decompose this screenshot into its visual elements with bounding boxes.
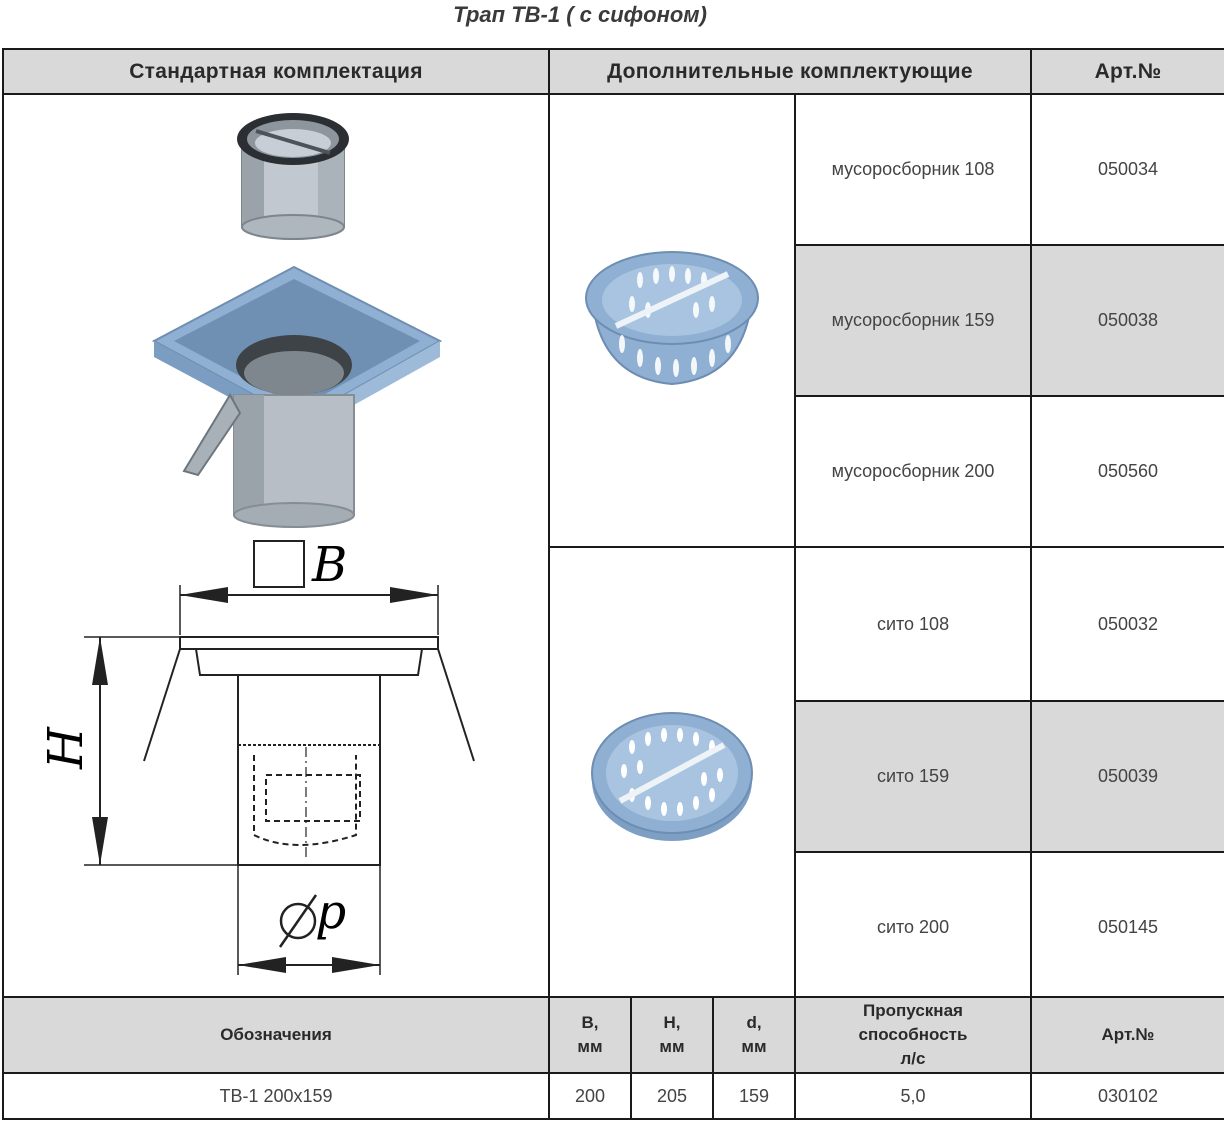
accessory-name-4: сито 108 bbox=[793, 546, 1033, 702]
header-additional: Дополнительные комплектующие bbox=[547, 48, 1033, 95]
accessory-article-3: 050560 bbox=[1030, 395, 1224, 548]
drain-illustration: B bbox=[38, 113, 475, 975]
siphon-insert-image bbox=[237, 113, 349, 240]
header-article: Арт.№ bbox=[1030, 48, 1224, 95]
standard-kit-illustration: B bbox=[2, 93, 550, 1004]
spec-header-article: Арт.№ bbox=[1030, 996, 1224, 1074]
spec-header-b: B,мм bbox=[548, 996, 632, 1074]
strainer-image bbox=[591, 711, 753, 841]
strainer-image-cell bbox=[548, 546, 796, 1004]
header-standard: Стандартная комплектация bbox=[2, 48, 550, 95]
drain-body-image bbox=[151, 265, 443, 528]
dim-d-label: d bbox=[315, 891, 346, 947]
accessory-article-4: 050032 bbox=[1030, 546, 1224, 702]
drain-outline-drawing bbox=[143, 636, 475, 866]
accessory-article-2: 050038 bbox=[1030, 244, 1224, 397]
accessory-article-6: 050145 bbox=[1030, 851, 1224, 1004]
accessory-name-3: мусоросборник 200 bbox=[793, 395, 1033, 548]
components-table: Стандартная комплектация Дополнительные … bbox=[2, 48, 1224, 1004]
spec-header-h: H,мм bbox=[630, 996, 714, 1074]
square-symbol bbox=[253, 540, 305, 588]
accessory-name-2: мусоросборник 159 bbox=[793, 244, 1033, 397]
spec-article: 030102 bbox=[1030, 1072, 1224, 1120]
diameter-symbol bbox=[278, 894, 318, 948]
basket-image-cell bbox=[548, 93, 796, 548]
spec-b: 200 bbox=[548, 1072, 632, 1120]
accessory-name-1: мусоросборник 108 bbox=[793, 93, 1033, 246]
spec-header-designation: Обозначения bbox=[2, 996, 550, 1074]
table-row: ТВ-1 200х159 200 205 159 5,0 030102 bbox=[2, 1072, 1224, 1120]
accessory-article-5: 050039 bbox=[1030, 700, 1224, 853]
dim-h-label: H bbox=[38, 726, 94, 770]
basket-image bbox=[585, 251, 759, 386]
page-title: Трап ТВ-1 ( с сифоном) bbox=[453, 2, 707, 27]
spec-h: 205 bbox=[630, 1072, 714, 1120]
spec-capacity: 5,0 bbox=[794, 1072, 1032, 1120]
spec-designation: ТВ-1 200х159 bbox=[2, 1072, 550, 1120]
accessory-article-1: 050034 bbox=[1030, 93, 1224, 246]
accessory-name-5: сито 159 bbox=[793, 700, 1033, 853]
accessory-name-6: сито 200 bbox=[793, 851, 1033, 1004]
spec-d: 159 bbox=[712, 1072, 796, 1120]
spec-header-d: d,мм bbox=[712, 996, 796, 1074]
dim-b-label: B bbox=[311, 537, 347, 593]
